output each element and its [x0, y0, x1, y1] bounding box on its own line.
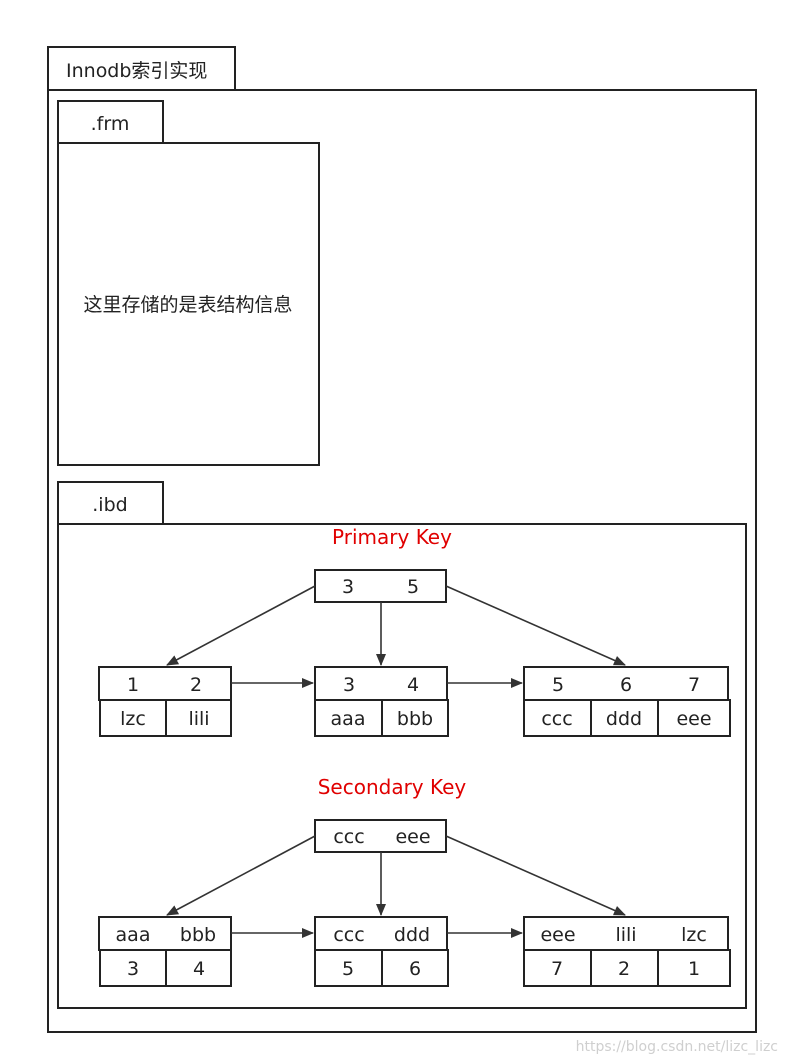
- secondary-leaf-3: eee lili lzc 7 2 1: [523, 916, 731, 987]
- leaf-value-cell: [590, 949, 659, 987]
- ibd-tab-label: .ibd: [92, 494, 127, 516]
- primary-key-heading: Primary Key: [332, 525, 452, 549]
- leaf-key: bbb: [180, 924, 216, 946]
- frm-panel: [57, 142, 320, 466]
- leaf-value-cell: [657, 699, 731, 737]
- leaf-value-cell: [381, 699, 449, 737]
- leaf-key: 7: [688, 674, 700, 696]
- leaf-key: eee: [540, 924, 575, 946]
- leaf-key: 2: [190, 674, 202, 696]
- leaf-value-cell: [381, 949, 449, 987]
- leaf-key-row: [523, 916, 729, 951]
- leaf-key: 5: [552, 674, 564, 696]
- secondary-leaf-1: aaa bbb 3 4: [98, 916, 232, 987]
- leaf-value: 5: [342, 958, 354, 980]
- leaf-key: 3: [343, 674, 355, 696]
- watermark: https://blog.csdn.net/lizc_lizc: [576, 1039, 778, 1055]
- primary-root-node: [314, 569, 447, 603]
- secondary-key-heading: Secondary Key: [318, 775, 467, 799]
- leaf-value: 6: [409, 958, 421, 980]
- primary-root-key: 3: [342, 576, 354, 598]
- secondary-edge-right: [445, 835, 626, 916]
- leaf-value: ddd: [606, 708, 642, 730]
- leaf-value-cell: [657, 949, 731, 987]
- primary-edge-left: [166, 585, 316, 666]
- leaf-value: ccc: [541, 708, 572, 730]
- leaf-value-cell: [165, 949, 232, 987]
- secondary-root-key: eee: [395, 826, 430, 848]
- leaf-key-row: [314, 666, 448, 701]
- leaf-value: 7: [551, 958, 563, 980]
- primary-leaf-1: 1 2 lzc lili: [98, 666, 232, 737]
- primary-edge-right: [445, 585, 626, 666]
- leaf-value-cell: [590, 699, 659, 737]
- leaf-value: 3: [127, 958, 139, 980]
- secondary-root-key: ccc: [333, 826, 364, 848]
- frm-tab-label: .frm: [91, 113, 130, 135]
- secondary-leaf-2: ccc ddd 5 6: [314, 916, 449, 987]
- primary-root-key: 5: [407, 576, 419, 598]
- frm-description: 这里存储的是表结构信息: [83, 294, 292, 316]
- leaf-value: eee: [676, 708, 711, 730]
- leaf-value: lzc: [120, 708, 146, 730]
- leaf-key: 4: [407, 674, 419, 696]
- leaf-key: 1: [127, 674, 139, 696]
- diagram-title: Innodb索引实现: [66, 60, 207, 82]
- leaf-value: 2: [618, 958, 630, 980]
- leaf-key: ccc: [333, 924, 364, 946]
- secondary-edge-left: [166, 835, 316, 916]
- leaf-value: 4: [193, 958, 205, 980]
- leaf-value: 1: [688, 958, 700, 980]
- leaf-key-row: [98, 666, 232, 701]
- primary-leaf-3: 5 6 7 ccc ddd eee: [523, 666, 731, 737]
- leaf-key: ddd: [394, 924, 430, 946]
- leaf-key-row: [523, 666, 729, 701]
- leaf-key: aaa: [116, 924, 151, 946]
- leaf-key: lzc: [681, 924, 707, 946]
- leaf-key: 6: [620, 674, 632, 696]
- leaf-key: lili: [615, 924, 636, 946]
- leaf-value-cell: [165, 699, 232, 737]
- leaf-value: lili: [188, 708, 209, 730]
- leaf-value: bbb: [397, 708, 433, 730]
- title-tab: [47, 46, 236, 91]
- leaf-value: aaa: [331, 708, 366, 730]
- primary-leaf-2: 3 4 aaa bbb: [314, 666, 449, 737]
- leaf-value-cell: [99, 949, 167, 987]
